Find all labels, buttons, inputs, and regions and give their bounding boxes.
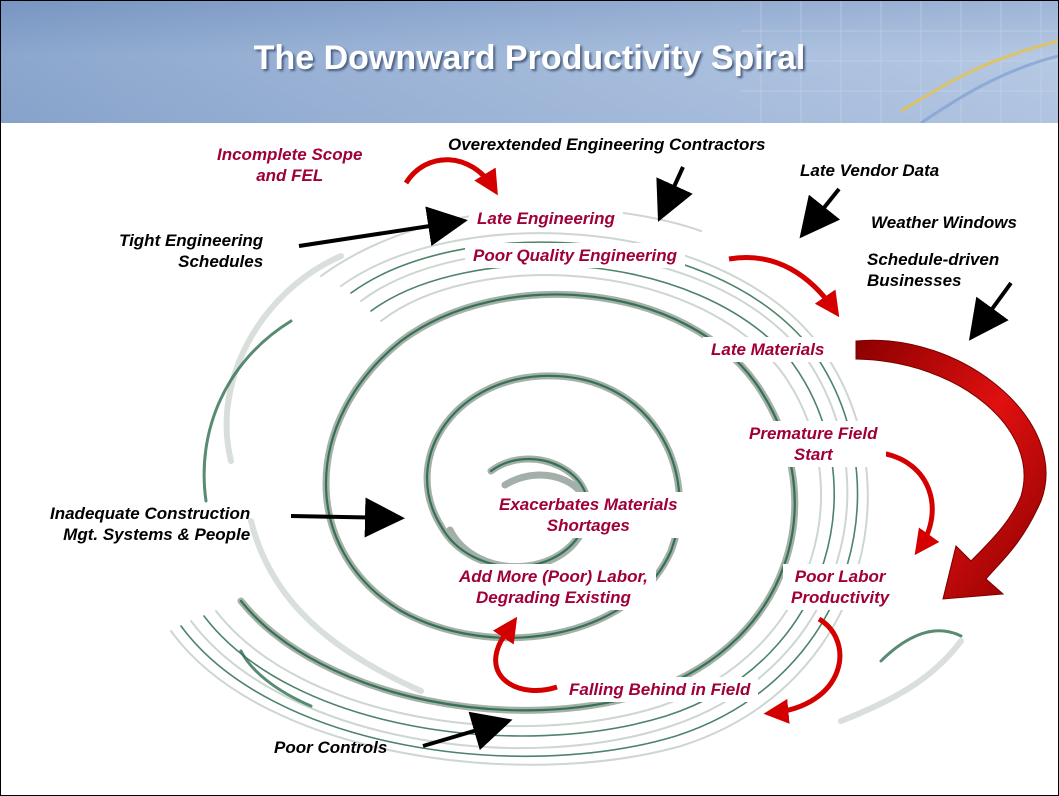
banner-decoration xyxy=(1,1,1058,123)
title-banner: The Downward Productivity Spiral xyxy=(1,1,1058,123)
label-inadequate-construction: Inadequate Construction Mgt. Systems & P… xyxy=(50,504,251,544)
label-falling-behind: Falling Behind in Field xyxy=(561,677,759,702)
label-add-more-labor: Add More (Poor) Labor, Degrading Existin… xyxy=(451,564,656,610)
label-late-materials: Late Materials xyxy=(703,337,833,362)
label-incomplete-scope: Incomplete Scope and FEL xyxy=(217,144,362,186)
arrow-quality-to-late-materials xyxy=(728,255,840,318)
big-red-arrow xyxy=(855,339,1047,600)
label-premature-field-start: Premature Field Start xyxy=(741,421,886,467)
arrow-schedule-driven xyxy=(968,281,1013,341)
label-overextended-contractors: Overextended Engineering Contractors xyxy=(448,135,766,154)
arrow-poor-controls xyxy=(422,711,513,751)
label-late-engineering: Late Engineering xyxy=(469,206,623,231)
label-poor-labor-productivity: Poor Labor Productivity xyxy=(783,564,898,610)
label-poor-controls: Poor Controls xyxy=(274,738,388,757)
label-weather-windows: Weather Windows xyxy=(871,213,1017,232)
arrow-overextended xyxy=(656,166,693,222)
label-late-vendor-data: Late Vendor Data xyxy=(800,161,940,180)
cause-arrows xyxy=(290,166,1013,751)
arrow-premature-to-labor xyxy=(880,450,940,556)
incomplete-scope-text: Incomplete Scope and FEL xyxy=(217,145,363,185)
arrow-labor-to-falling-behind xyxy=(763,616,843,724)
arrow-falling-to-add-labor xyxy=(492,616,558,693)
label-poor-quality-engineering: Poor Quality Engineering xyxy=(465,243,686,268)
label-schedule-driven: Schedule-driven Businesses xyxy=(867,250,1000,290)
effect-arrows xyxy=(403,157,940,724)
arrow-scope-to-late-engineering xyxy=(403,157,498,196)
slide-title: The Downward Productivity Spiral xyxy=(253,39,806,77)
arrow-late-vendor xyxy=(799,187,841,239)
arrow-tight-schedules xyxy=(298,206,468,248)
arrow-inadequate-construction xyxy=(290,497,405,538)
label-tight-schedules: Tight Engineering Schedules xyxy=(119,231,264,271)
label-exacerbates-shortages: Exacerbates Materials Shortages xyxy=(491,492,686,538)
